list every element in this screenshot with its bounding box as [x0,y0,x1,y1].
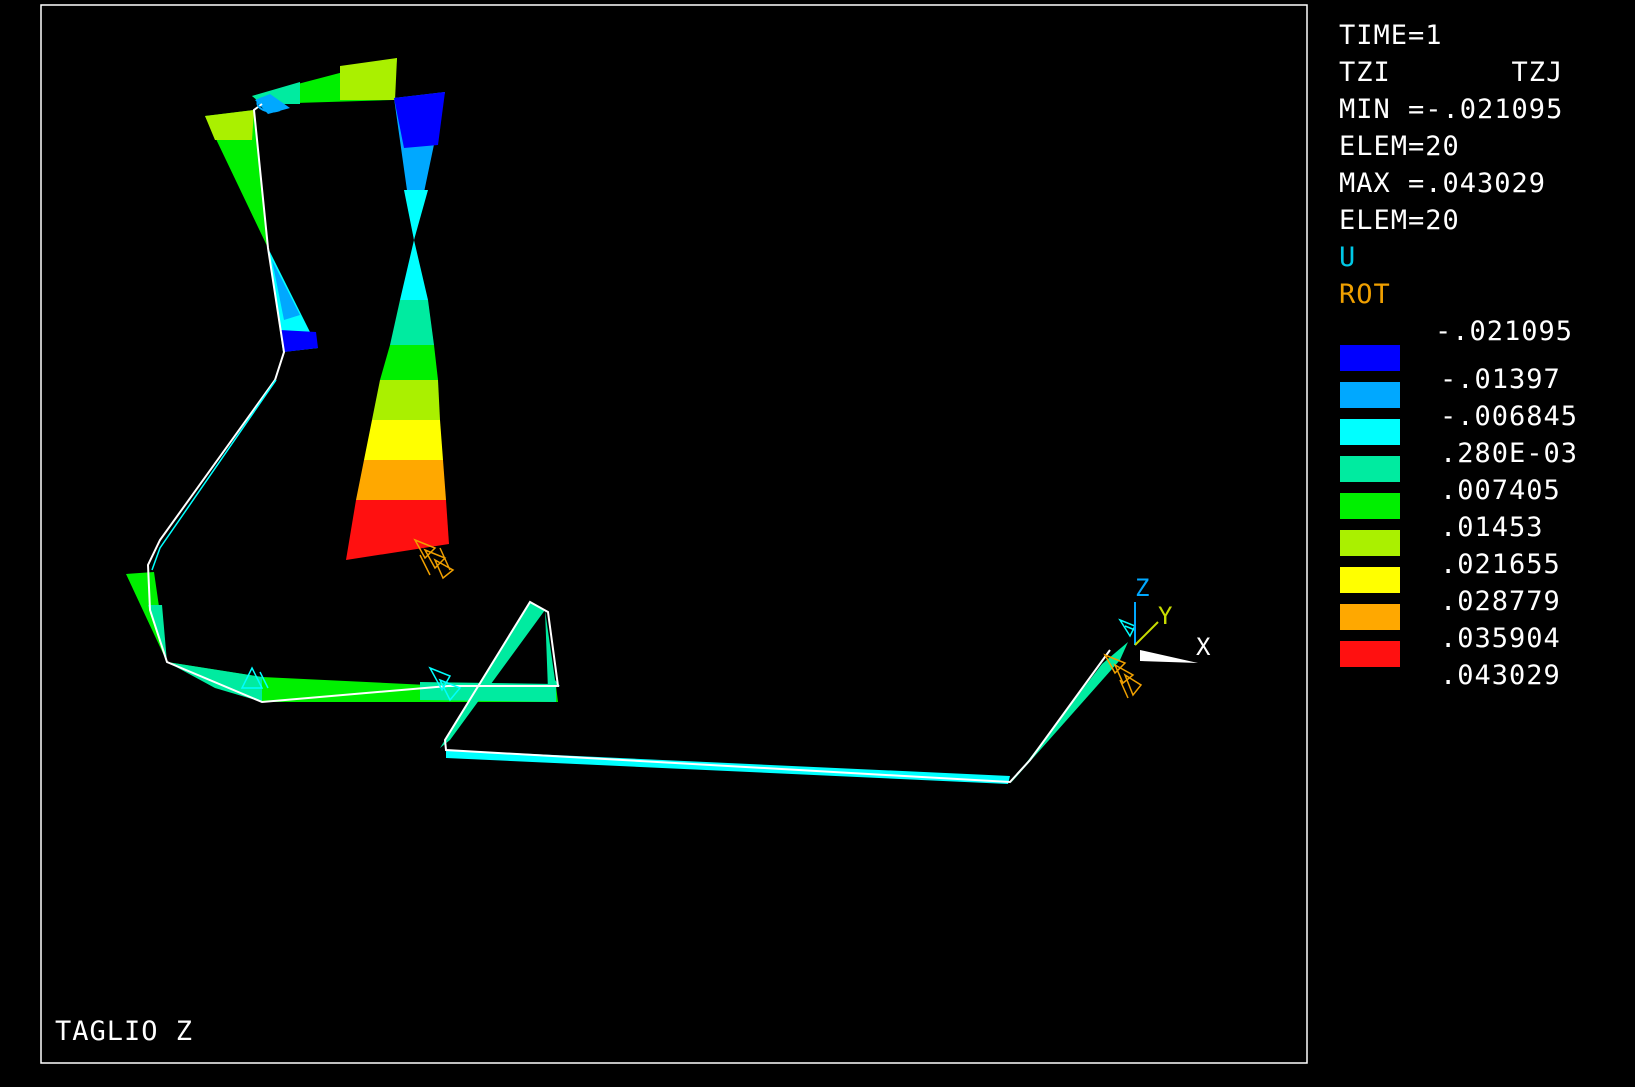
legend-value: -.006845 [1440,401,1579,432]
legend-swatch [1340,382,1400,408]
diagram-patch [205,110,268,248]
diagram-patch [340,58,397,100]
diagram-patch [440,602,545,748]
plot-frame [40,4,1308,1064]
legend-value: -.01397 [1440,364,1561,395]
legend-swatch [1340,419,1400,445]
x-axis-arrow [1140,650,1198,663]
diagram-patch [364,420,443,460]
z-axis-label: Z [1135,574,1149,602]
y-axis-label: Y [1158,602,1173,630]
legend-swatch [1340,641,1400,667]
diagram-patch [205,110,254,140]
u-label: U [1339,242,1357,273]
rotation-constraint-icon [413,538,455,580]
legend-top-value: -.021095 [1435,316,1574,347]
diagram-patch [400,240,428,300]
x-axis-label: X [1196,633,1211,661]
diagram-patch [390,300,434,345]
min-elem: ELEM=20 [1339,131,1460,162]
displacement-constraint-icon [1118,618,1137,638]
diagram-patch [394,92,445,148]
diagram-patch [272,260,300,320]
diagram-patch [126,572,167,662]
legend-swatch [1340,604,1400,630]
diagram-patch [372,380,440,420]
legend-value: .035904 [1440,623,1561,654]
legend-value: .280E-03 [1440,438,1579,469]
quantity-label: TZI TZJ [1339,57,1564,88]
plot-title: TAGLIO Z [55,1016,194,1047]
diagram-patch [545,610,560,690]
legend-value: .028779 [1440,586,1561,617]
max-value: MAX =.043029 [1339,168,1547,199]
diagram-patch [356,460,446,500]
min-value: MIN =-.021095 [1339,94,1564,125]
diagram-patch [380,345,438,380]
shear-diagram [126,58,1128,784]
max-elem: ELEM=20 [1339,205,1460,236]
legend-swatch [1340,345,1400,371]
diagram-patch [280,330,318,352]
diagram-patch [255,94,290,114]
time-label: TIME=1 [1339,20,1443,51]
rotation-constraint-icon [1103,653,1143,699]
constraint-symbols [240,538,1143,702]
legend-swatch [1340,567,1400,593]
rot-label: ROT [1339,279,1391,310]
legend-value: .01453 [1440,512,1544,543]
legend-swatch [1340,493,1400,519]
y-axis-line [1134,621,1159,646]
beam-centerline [146,103,1111,784]
legend-value: .021655 [1440,549,1561,580]
legend-swatch [1340,530,1400,556]
node-curl [256,97,281,113]
legend-swatch [1340,456,1400,482]
diagram-patch [404,190,428,240]
displacement-constraint-icon [240,666,462,702]
beam-outline [151,379,277,571]
legend-value: .007405 [1440,475,1561,506]
legend-value: .043029 [1440,660,1561,691]
diagram-patch [346,500,449,560]
axis-triad: Z Y X [1134,574,1211,663]
